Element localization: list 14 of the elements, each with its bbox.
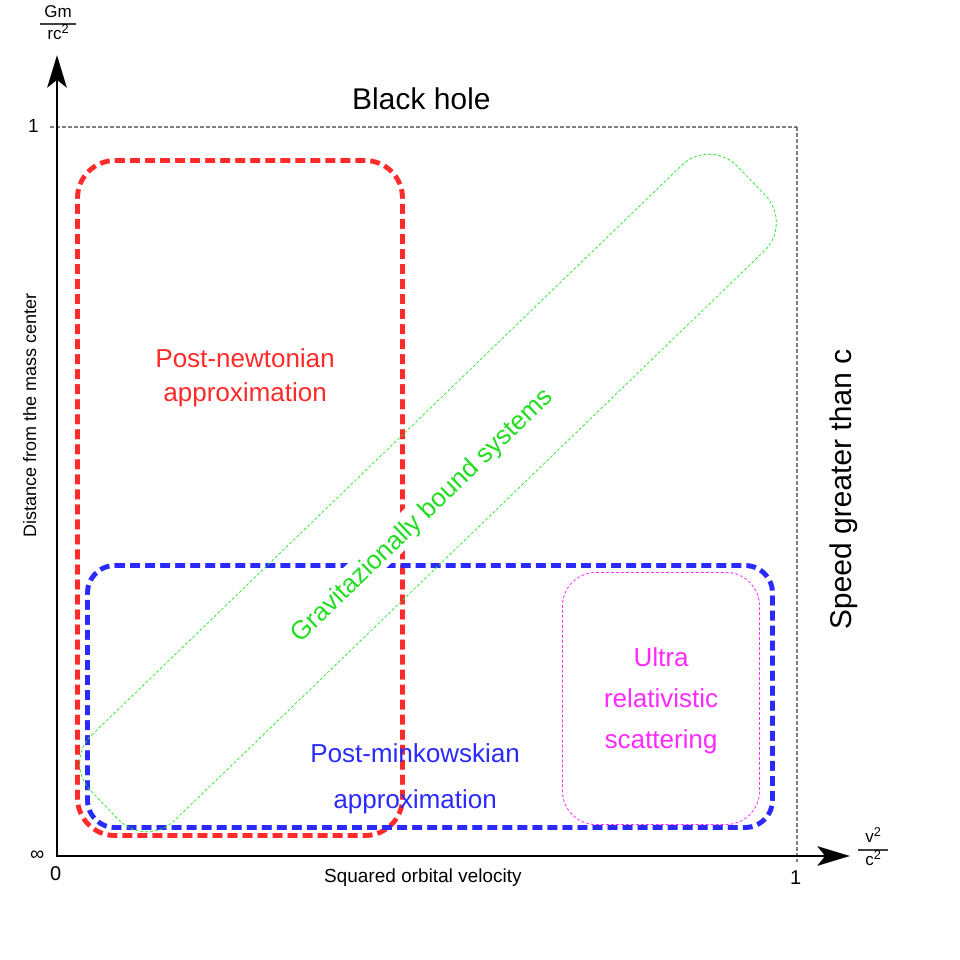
tick-label: 0 <box>50 862 62 886</box>
region-label: Post-minkowskian approximation <box>309 737 521 816</box>
axis-unit-numerator: v$^{2}$ <box>864 827 882 847</box>
tick-label: 1 <box>28 117 39 137</box>
boundary-label: Speed greater than c <box>824 348 859 632</box>
axis-title: Distance from the mass center <box>20 292 40 540</box>
axis-unit-denominator: rc$^{2}$ <box>46 24 70 44</box>
tick-label: ∞ <box>30 844 44 864</box>
region-title: Black hole <box>352 82 490 118</box>
axis-unit-numerator: Gm <box>43 2 73 22</box>
region-label: Ultra relativistic scattering <box>602 641 720 756</box>
axis-title: Squared orbital velocity <box>324 865 522 889</box>
tick-label: 1 <box>790 866 802 890</box>
dashed-region <box>562 572 760 825</box>
